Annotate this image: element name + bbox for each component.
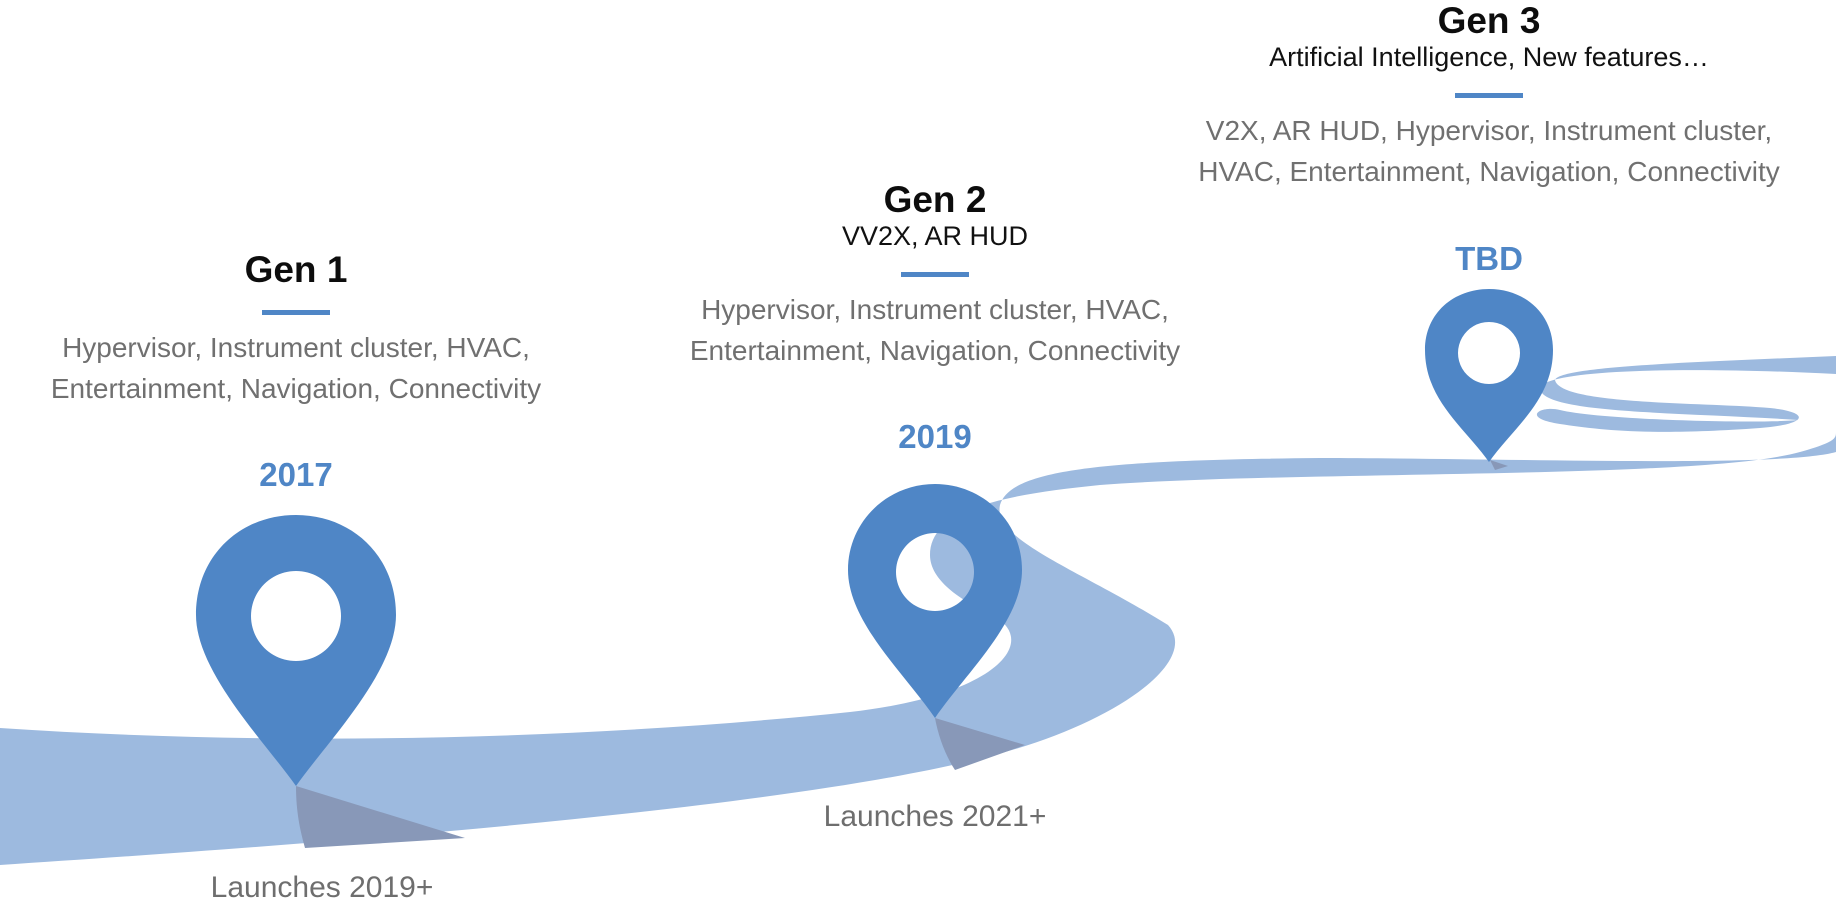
road [0, 432, 1836, 865]
map-pin-icon [196, 515, 396, 786]
gen-1-milestone: Gen 1 Hypervisor, Instrument cluster, HV… [51, 249, 541, 900]
gen-2-milestone: Gen 2 VV2X, AR HUD Hypervisor, Instrumen… [690, 179, 1180, 833]
pin-shadow [296, 786, 465, 848]
gen-3-features-line-2: HVAC, Entertainment, Navigation, Connect… [1198, 156, 1780, 187]
gen-2-features-line-1: Hypervisor, Instrument cluster, HVAC, [701, 294, 1169, 325]
gen-3-title: Gen 3 [1438, 0, 1541, 41]
map-pin-icon [1425, 289, 1553, 462]
gen-1-features-line-1: Hypervisor, Instrument cluster, HVAC, [62, 332, 530, 363]
gen-2-launch: Launches 2021+ [824, 800, 1047, 833]
gen-2-year: 2019 [898, 418, 971, 455]
pin-shadow [1490, 460, 1508, 470]
gen-3-subtitle: Artificial Intelligence, New features… [1269, 42, 1709, 72]
gen-1-year: 2017 [259, 456, 332, 493]
gen-2-subtitle: VV2X, AR HUD [842, 221, 1028, 251]
gen-3-milestone: Gen 3 Artificial Intelligence, New featu… [1198, 0, 1780, 462]
gen-2-features-line-2: Entertainment, Navigation, Connectivity [690, 335, 1180, 366]
gen-3-features-line-1: V2X, AR HUD, Hypervisor, Instrument clus… [1206, 115, 1772, 146]
gen-2-divider [901, 272, 969, 277]
gen-3-year: TBD [1455, 240, 1523, 277]
map-pin-icon [848, 484, 1022, 718]
gen-1-launch: Launches 2019+ [211, 871, 434, 900]
pin-shadow [935, 718, 1025, 770]
gen-1-divider [262, 310, 330, 315]
gen-1-features-line-2: Entertainment, Navigation, Connectivity [51, 373, 541, 404]
road-loop [1536, 356, 1836, 432]
gen-1-title: Gen 1 [245, 249, 348, 290]
gen-3-divider [1455, 93, 1523, 98]
gen-2-title: Gen 2 [884, 179, 987, 220]
